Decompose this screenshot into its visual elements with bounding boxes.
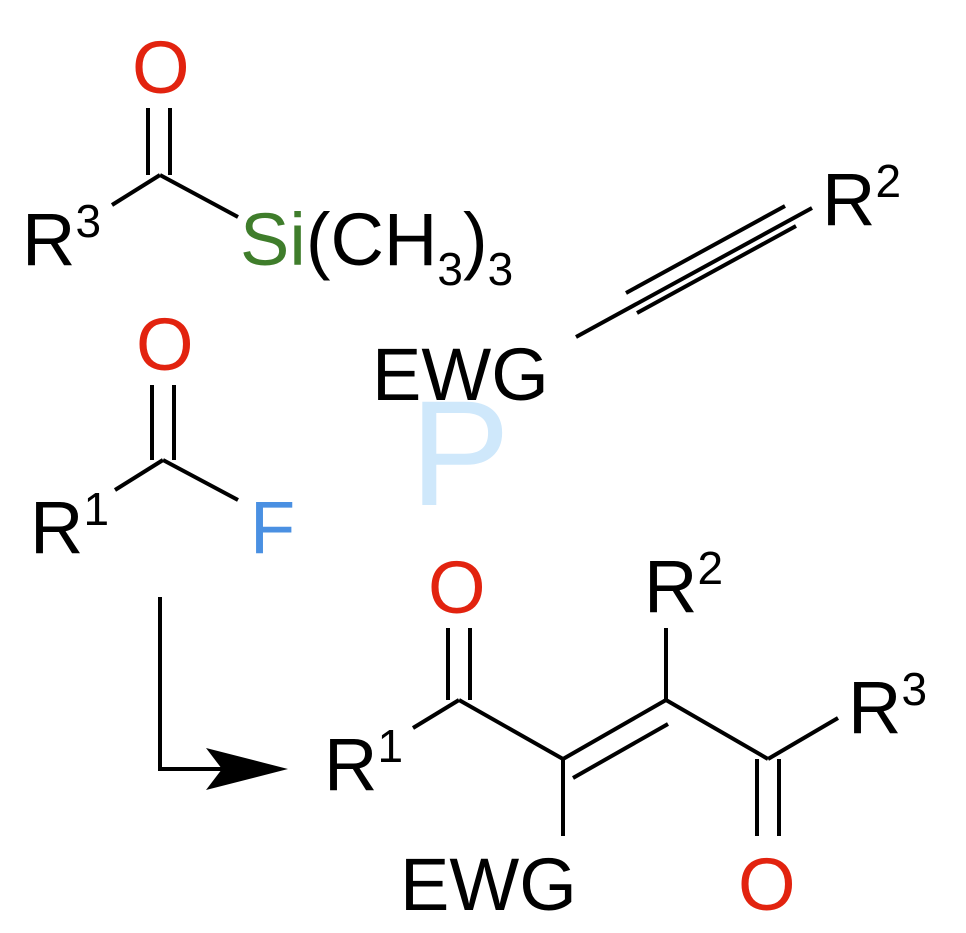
product-alkene-bond-b: [572, 722, 669, 780]
acylsilane-molecule: O R3 Si(CH3)3: [22, 26, 513, 295]
alkyne-triple-bond-c: [636, 224, 797, 315]
acyl-fluoride-r1-symbol: R: [30, 486, 83, 569]
product-r1-superscript: 1: [377, 720, 403, 772]
product-molecule: O R1 R2 R3 EWG O: [324, 542, 927, 926]
acyl-fluoride-fluorine: F: [250, 486, 295, 569]
alkyne-triple-bond-a: [575, 206, 813, 339]
product-r3-bond: [766, 716, 840, 761]
reaction-arrow: [158, 597, 288, 790]
product-r1-label: R1: [324, 720, 403, 806]
acyl-fluoride-molecule: O R1 F: [30, 303, 295, 569]
product-r2-label: R2: [644, 542, 723, 628]
product-oxygen-left: O: [428, 546, 486, 629]
acylsilane-si-symbol: Si: [240, 198, 306, 281]
acylsilane-r3-superscript: 3: [75, 195, 101, 247]
acyl-fluoride-f-bond: [162, 458, 239, 502]
alkyne-r2-label: R2: [822, 155, 901, 241]
product-r3-superscript: 3: [901, 663, 927, 715]
alkyne-r2-symbol: R: [822, 158, 875, 241]
alkyne-triple-bond-b: [625, 204, 786, 295]
product-ewg-label: EWG: [400, 843, 577, 926]
reaction-arrow-line: [158, 597, 232, 771]
acylsilane-ligand-open: (CH: [306, 198, 438, 281]
acylsilane-r3-label: R3: [22, 195, 101, 281]
acylsilane-silyl-label: Si(CH3)3: [240, 198, 513, 295]
acylsilane-ligand-close: ): [463, 198, 488, 281]
alkyne-molecule: R2 EWG: [372, 155, 901, 416]
product-alkene-bond-a: [562, 698, 667, 761]
acylsilane-r3-symbol: R: [22, 198, 75, 281]
alkyne-r2-superscript: 2: [875, 155, 901, 207]
acyl-fluoride-r1-bond: [113, 458, 165, 492]
product-c3-c4-bond: [664, 698, 770, 761]
product-r3-label: R3: [848, 663, 927, 749]
acylsilane-ligand-subscript: 3: [437, 243, 463, 295]
product-r3-symbol: R: [848, 666, 901, 749]
product-oxygen-bottom: O: [738, 843, 796, 926]
product-r2-superscript: 2: [697, 542, 723, 594]
acylsilane-oxygen: O: [132, 26, 190, 109]
acyl-fluoride-oxygen: O: [136, 303, 194, 386]
acylsilane-r3-bond: [110, 173, 162, 207]
product-r2-symbol: R: [644, 545, 697, 628]
acylsilane-si-bond: [159, 173, 239, 219]
alkyne-ewg-label: EWG: [372, 333, 549, 416]
acyl-fluoride-r1-superscript: 1: [83, 483, 109, 535]
product-r1-symbol: R: [324, 723, 377, 806]
reaction-arrow-head: [206, 748, 288, 790]
watermark-letter: P: [410, 369, 510, 537]
product-c1-c2-bond: [458, 698, 564, 761]
acyl-fluoride-r1-label: R1: [30, 483, 109, 569]
acylsilane-ligand-count: 3: [488, 243, 514, 295]
product-r1-bond: [411, 698, 461, 730]
